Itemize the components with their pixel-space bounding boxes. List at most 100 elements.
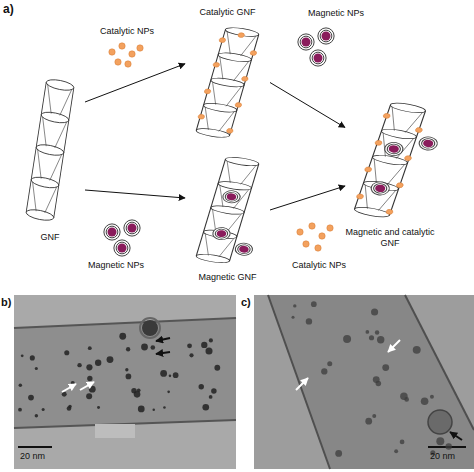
tem-nanoparticle bbox=[366, 330, 370, 334]
catalytic-nanoparticle bbox=[297, 229, 303, 235]
cone-layer bbox=[387, 163, 404, 187]
edge-label: Catalytic NPs bbox=[292, 260, 346, 271]
tem-nanoparticle bbox=[86, 364, 92, 370]
cone-layer bbox=[60, 88, 72, 117]
magnetic-nanoparticle bbox=[374, 184, 386, 193]
process-arrow bbox=[270, 186, 345, 210]
tem-nanoparticle bbox=[205, 348, 212, 355]
tem-nanoparticle bbox=[327, 361, 332, 366]
tem-nanoparticle bbox=[119, 333, 126, 340]
nanoparticle-shell bbox=[420, 138, 436, 150]
nanoparticle-shell bbox=[106, 226, 118, 238]
pointer-arrow bbox=[80, 382, 94, 390]
cone-layer bbox=[221, 161, 237, 183]
process-arrow bbox=[85, 64, 185, 102]
catalytic-nanoparticle bbox=[415, 127, 423, 133]
tem-nanoparticle bbox=[64, 350, 69, 355]
tem-nanoparticle bbox=[445, 443, 451, 449]
tem-nanoparticle bbox=[107, 356, 114, 363]
lattice-patch bbox=[95, 424, 135, 438]
catalytic-nanoparticle bbox=[226, 128, 234, 134]
tem-nanoparticle bbox=[202, 404, 209, 411]
nanofiber-node: Catalytic GNF bbox=[185, 20, 270, 145]
tem-nanoparticle bbox=[138, 406, 145, 413]
catalytic-nanoparticle bbox=[383, 113, 391, 119]
catalytic-nanoparticle bbox=[250, 50, 258, 56]
tem-nanoparticle bbox=[321, 368, 327, 374]
graphitic-ring bbox=[203, 228, 238, 240]
pointer-arrow bbox=[156, 338, 170, 341]
panel-letter: c) bbox=[241, 296, 251, 308]
cone-layer bbox=[199, 233, 215, 255]
cone-layer bbox=[214, 57, 230, 80]
graphitic-ring bbox=[203, 102, 238, 114]
catalytic-nanoparticle bbox=[364, 167, 372, 173]
tem-nanoparticle bbox=[371, 308, 378, 315]
nanoparticle-shell bbox=[116, 242, 128, 254]
catalytic-nanoparticle bbox=[109, 49, 115, 55]
catalytic-nanoparticle bbox=[374, 140, 382, 146]
magnetic-nanoparticle bbox=[128, 224, 137, 233]
tem-nanoparticle bbox=[375, 330, 379, 334]
nanofiber-node: Magnetic and catalytic GNF bbox=[345, 95, 435, 225]
catalytic-nanoparticle bbox=[204, 89, 212, 95]
tem-nanoparticle bbox=[35, 414, 38, 417]
nanoparticle-shell bbox=[234, 242, 254, 256]
catalytic-nanoparticle bbox=[213, 62, 221, 68]
edge-label: Magnetic NPs bbox=[308, 8, 364, 19]
catalytic-nanoparticle bbox=[385, 209, 393, 215]
tem-nanoparticle bbox=[163, 406, 166, 409]
tem-nanoparticle bbox=[126, 374, 132, 380]
nanoparticle-shell bbox=[104, 224, 120, 240]
graphitic-ring bbox=[217, 180, 252, 192]
cone-layer bbox=[405, 111, 422, 135]
catalytic-nanoparticle bbox=[315, 245, 321, 251]
catalytic-nanoparticle bbox=[119, 43, 125, 49]
tem-nanoparticle bbox=[68, 405, 72, 409]
cone-layer bbox=[33, 150, 45, 179]
nanoparticle-shell bbox=[320, 30, 332, 42]
tem-nanoparticle bbox=[35, 367, 38, 370]
magnetic-nanoparticle bbox=[314, 54, 323, 63]
fiber-wall bbox=[268, 295, 330, 469]
tem-nanoparticle bbox=[30, 355, 35, 360]
tem-image bbox=[254, 295, 474, 469]
magnetic-nanoparticle bbox=[422, 139, 434, 148]
cone-layer bbox=[45, 185, 57, 214]
tem-nanoparticle bbox=[209, 395, 213, 399]
tem-nanoparticle bbox=[394, 449, 398, 453]
tem-nanoparticle bbox=[21, 354, 24, 357]
cone-layer bbox=[43, 85, 55, 114]
nanofiber-image bbox=[268, 295, 474, 469]
tem-nanoparticle bbox=[382, 364, 389, 371]
tem-nanoparticle bbox=[125, 368, 128, 371]
tem-nanoparticle bbox=[42, 408, 45, 411]
cone-layer bbox=[50, 153, 62, 182]
tem-nanoparticle bbox=[187, 343, 192, 348]
tem-nanoparticle bbox=[211, 388, 216, 393]
cone-layer bbox=[241, 164, 257, 186]
catalytic-nanoparticle bbox=[237, 32, 245, 38]
tem-nanoparticle bbox=[293, 304, 296, 307]
magnetic-particle bbox=[428, 410, 452, 434]
tem-nanoparticle bbox=[88, 346, 92, 350]
scale-label: 20 nm bbox=[430, 451, 455, 461]
nanoparticle-shell bbox=[383, 141, 405, 157]
tem-nanoparticle bbox=[413, 346, 421, 354]
tem-nanoparticle bbox=[89, 386, 96, 393]
nanofiber bbox=[195, 156, 278, 267]
tem-nanoparticle bbox=[376, 381, 382, 387]
nanoparticle-shell bbox=[417, 135, 439, 151]
tem-nanoparticle bbox=[214, 365, 220, 371]
catalytic-nanoparticle bbox=[115, 59, 121, 65]
graphitic-ring bbox=[46, 78, 75, 92]
cone-layer bbox=[221, 31, 237, 54]
nanoparticle-shell bbox=[211, 226, 231, 240]
tem-nanoparticle bbox=[201, 342, 207, 348]
panel-letter: b) bbox=[1, 296, 11, 308]
graphitic-ring bbox=[380, 127, 417, 140]
magnetic-nanoparticle bbox=[226, 193, 237, 201]
tem-nanoparticle bbox=[189, 353, 193, 357]
nanoparticle-shell bbox=[300, 36, 312, 48]
